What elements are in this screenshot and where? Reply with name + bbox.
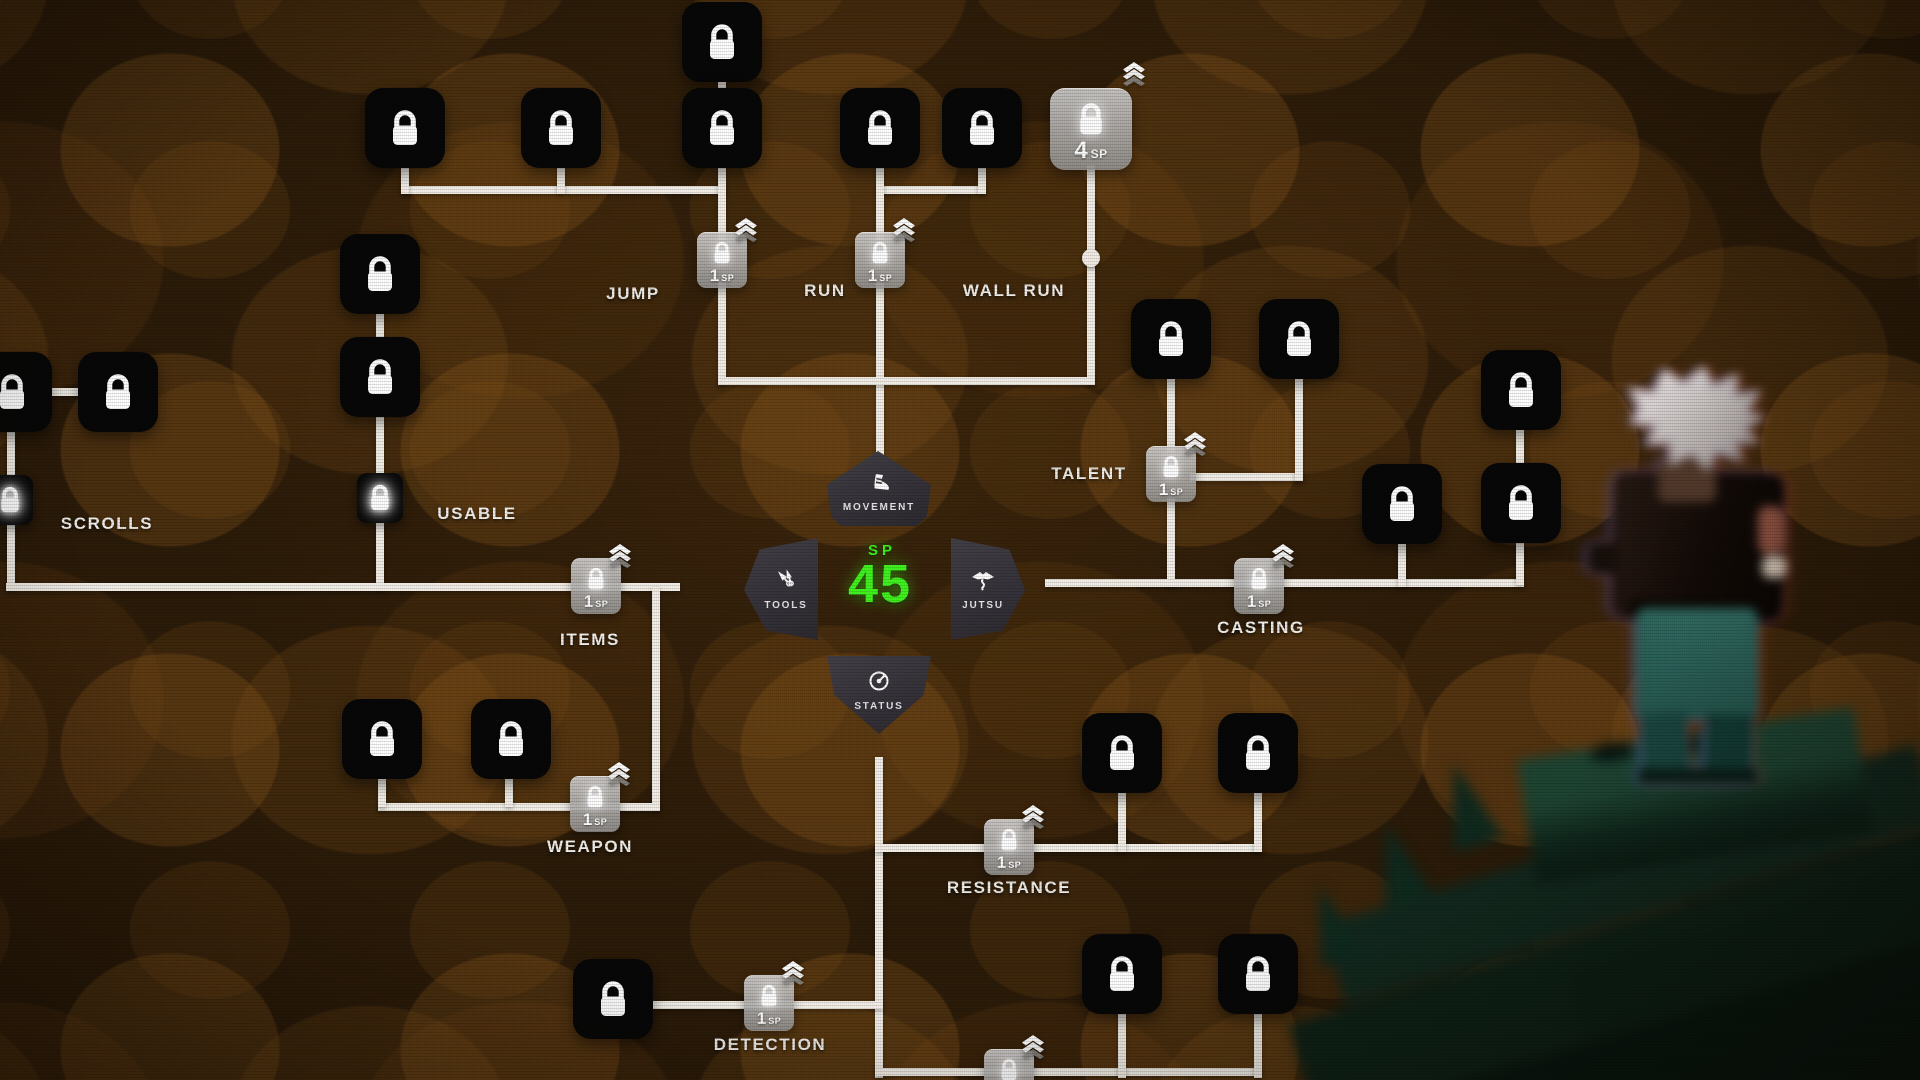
sandal-icon <box>867 472 891 499</box>
hub-sector-movement[interactable]: MOVEMENT <box>827 451 931 526</box>
hub-sector-status[interactable]: STATUS <box>827 656 931 734</box>
hub-sector-label: MOVEMENT <box>842 502 916 513</box>
hub-sector-label: TOOLS <box>764 599 808 611</box>
sp-value: 45 <box>847 554 913 614</box>
hand-seal-icon <box>970 568 996 597</box>
target-icon <box>867 669 891 698</box>
hub-sector-label: JUTSU <box>962 599 1004 611</box>
hub-sector-jutsu[interactable]: JUTSU <box>951 538 1025 640</box>
hub-sector-label: STATUS <box>854 700 904 712</box>
kunai-icon <box>774 568 798 597</box>
sp-counter: SP 45 <box>810 542 950 614</box>
hub-sector-tools[interactable]: TOOLS <box>744 538 818 640</box>
